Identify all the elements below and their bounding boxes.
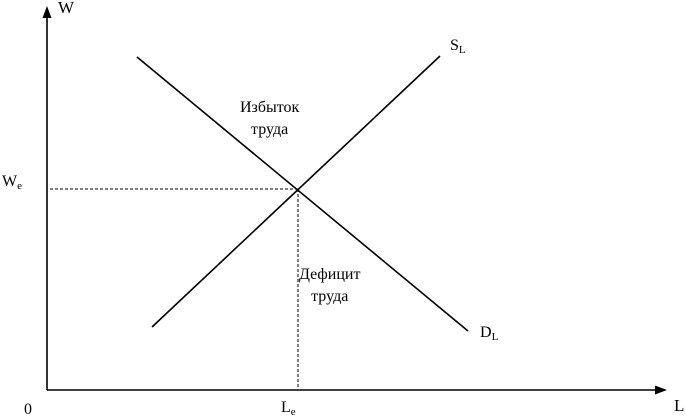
supply-curve-label: SL — [450, 37, 466, 57]
y-axis-arrowhead — [42, 6, 52, 18]
equilibrium-wage-main: W — [2, 173, 18, 190]
labor-surplus-label: Избыток труда — [240, 97, 299, 141]
supply-curve-main: S — [450, 37, 459, 54]
demand-curve-main: D — [480, 324, 492, 341]
x-axis-label: L — [674, 396, 685, 415]
equilibrium-labor-label: Le — [281, 399, 296, 419]
x-axis-arrowhead — [655, 385, 667, 395]
equilibrium-labor-main: L — [281, 399, 291, 416]
labor-deficit-line2: труда — [311, 288, 349, 305]
demand-curve — [136, 56, 469, 332]
supply-curve — [151, 55, 441, 328]
equilibrium-labor-subscript: e — [290, 406, 296, 418]
labor-deficit-line1: Дефицит — [299, 266, 361, 283]
demand-curve-label: DL — [480, 324, 499, 344]
y-axis-label: W — [58, 0, 75, 17]
demand-curve-subscript: L — [491, 331, 499, 343]
labor-surplus-line1: Избыток — [240, 99, 300, 116]
equilibrium-wage-subscript: e — [17, 180, 22, 192]
labor-deficit-label: Дефицит труда — [299, 264, 360, 308]
supply-curve-subscript: L — [458, 44, 466, 56]
equilibrium-wage-label: We — [2, 173, 22, 193]
labor-surplus-line2: труда — [251, 121, 289, 138]
origin-label: 0 — [24, 401, 32, 418]
